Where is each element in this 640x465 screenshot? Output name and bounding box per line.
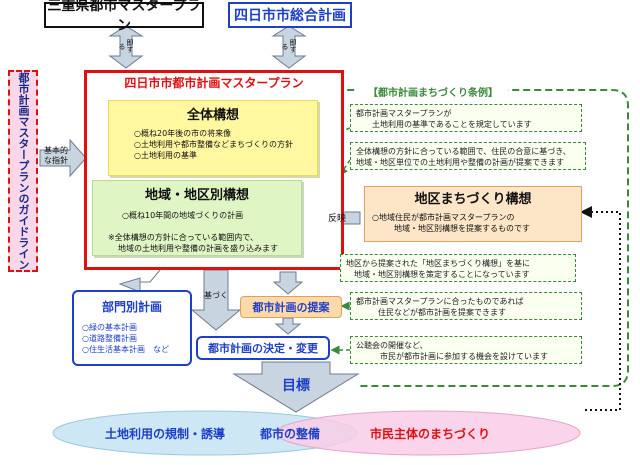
arrow-master-to-proposal (272, 271, 304, 295)
decision-box: 都市計画の決定・変更 (196, 336, 330, 360)
arrow-to-sector (137, 269, 161, 293)
guideline-arrow-label: 基本的な指針 (44, 146, 68, 165)
comprehensive-plan-label: 四日市市総合計画 (234, 8, 346, 24)
regional-concept-box (92, 180, 302, 256)
goal-land-use: 土地利用の規制・誘導 (104, 426, 225, 441)
overall-item: ○土地利用や都市整備などまちづくりの方針 (134, 140, 293, 149)
guideline-box: 都市計画マスタープランのガイドライン (8, 70, 38, 272)
guideline-text: 都市計画マスタープランのガイドライン (17, 72, 30, 270)
regional-concept-title: 地域・地区別構想 (144, 187, 249, 203)
goal-ellipse-pink (275, 410, 581, 456)
reflect-label: 反映 (327, 213, 346, 224)
overall-item: ○土地利用の基準 (134, 151, 197, 160)
goal-urban-development: 都市の整備 (259, 426, 320, 441)
guideline-arrow (39, 138, 87, 178)
mie-plan-box: 三重県都市マスタープラン (44, 0, 204, 34)
overall-concept-title: 全体構想 (186, 107, 239, 123)
regional-concept-item: ○概ね10年間の地域づくりの計画 (122, 211, 244, 220)
sokusuru-label-right: 即する (281, 39, 297, 53)
overall-concept-box (108, 100, 318, 176)
sokusuru-arrow-right (271, 25, 307, 69)
sector-plan-items: ○緑の基本計画 ○道路整備計画 ○住生活基本計画 など (82, 323, 169, 354)
feedback-dotted-arrow (580, 206, 621, 411)
sokusuru-arrow-left (108, 25, 144, 69)
arrow-proposal-to-decision (274, 317, 302, 335)
comprehensive-plan-box: 四日市市総合計画 (228, 2, 352, 28)
goal-label: 目標 (282, 378, 310, 394)
overall-item: ○概ね20年後の市の将来像 (134, 129, 232, 138)
district-concept-items: ○地域住民が都市計画マスタープランの 地域・地区別構想を提案するものです (372, 213, 530, 233)
district-concept-box (364, 186, 582, 242)
arrow-to-sector-head (118, 277, 141, 293)
district-concept-title: 地区まちづくり構想 (414, 191, 532, 207)
ordinance-rule: 地区から提案された「地区まちづくり構想」を基に 地域・地区別構想を策定することに… (340, 254, 576, 282)
master-plan-title: 四日市市都市計画マスタープラン (124, 75, 304, 90)
sector-plan-title: 部門別計画 (101, 299, 162, 314)
regional-concept-note: ※全体構想の方針に合っている範囲内で、 地域の土地利用や整備の計画を盛り込みます (108, 233, 278, 253)
ordinance-rule: 都市計画マスタープランに合ったものであれば 住民などが都市計画を提案できます (350, 292, 582, 320)
arrow-based-on (190, 269, 242, 331)
ordinance-rule: 全体構想の方針に合っている範囲で、住民の合意に基づき、 地域・地区単位での土地利… (350, 142, 586, 170)
goal-arrow (232, 361, 360, 413)
overall-concept-items: ○概ね20年後の市の将来像 ○土地利用や都市整備などまちづくりの方針 ○土地利用… (134, 128, 318, 161)
ordinance-rule: 都市計画マスタープランが 土地利用の基準であることを規定しています (350, 104, 582, 132)
sokusuru-label-left: 即する (118, 39, 134, 53)
mie-plan-label: 三重県都市マスタープラン (47, 0, 201, 34)
sector-plan-box (72, 290, 192, 366)
ordinance-rule: 公聴会の開催など、 市民が都市計画に参加する機会を設けています (350, 336, 582, 364)
based-on-label: 基づく (204, 290, 228, 300)
goal-citizen-led: 市民主体のまちづくり (369, 426, 490, 441)
proposal-box: 都市計画の提案 (240, 296, 342, 318)
ordinance-title: 【都市計画まちづくり条例】 (358, 84, 508, 99)
